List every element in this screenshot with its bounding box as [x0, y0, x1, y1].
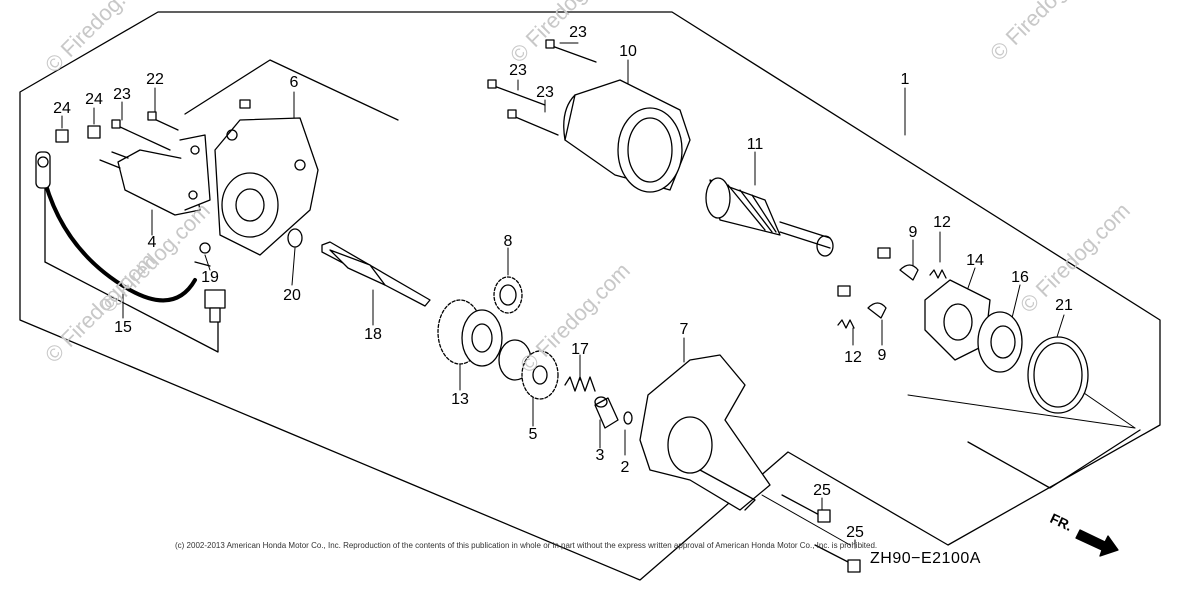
callout-12-lower: 12 — [844, 349, 862, 366]
part-6-front-cover — [214, 99, 319, 256]
callout-1: 1 — [900, 71, 910, 88]
callout-5: 5 — [528, 426, 538, 443]
callout-24-right: 24 — [85, 91, 103, 108]
part-3-collar — [594, 396, 619, 429]
diagram-code: ZH90−E2100A — [870, 550, 981, 567]
part-23-bolt-left — [111, 119, 171, 151]
inner-boundary-right — [967, 429, 1141, 489]
callout-9-lower: 9 — [877, 347, 887, 364]
callout-13: 13 — [451, 391, 469, 408]
part-13-gear — [437, 299, 503, 367]
part-16-plate — [977, 311, 1023, 373]
callout-14: 14 — [966, 252, 984, 269]
part-23-bolt-low — [507, 109, 559, 136]
callout-15: 15 — [114, 319, 132, 336]
part-circlip — [816, 235, 834, 257]
part-12-spring-lower — [837, 319, 855, 329]
callout-8: 8 — [503, 233, 513, 250]
part-20-washer — [287, 228, 303, 248]
part-4-solenoid — [99, 134, 211, 216]
copyright-notice: (c) 2002-2013 American Honda Motor Co., … — [175, 541, 878, 550]
part-9-brush-lower — [837, 285, 887, 319]
part-18-shaft — [321, 241, 431, 307]
part-2-snap-ring — [623, 411, 633, 425]
callout-18: 18 — [364, 326, 382, 343]
part-24-nut-right — [87, 125, 101, 139]
part-22-bolt — [147, 111, 179, 131]
part-23-bolt-top — [545, 39, 597, 63]
inner-boundary-left-2 — [44, 261, 219, 353]
callout-24-left: 24 — [53, 100, 71, 117]
callout-21: 21 — [1055, 297, 1073, 314]
part-23-bolt-mid — [487, 79, 546, 106]
part-15-cable — [35, 151, 226, 323]
callout-16: 16 — [1011, 269, 1029, 286]
callout-23-left: 23 — [113, 86, 131, 103]
part-21-seal — [1027, 336, 1089, 414]
part-5-pinion — [498, 339, 559, 400]
part-17-spring — [564, 376, 596, 392]
callout-25-upper: 25 — [813, 482, 831, 499]
callout-23-mid: 23 — [509, 62, 527, 79]
part-12-spring-upper — [929, 269, 947, 279]
callout-6: 6 — [289, 74, 299, 91]
part-11-armature — [705, 177, 831, 249]
callout-7: 7 — [679, 321, 689, 338]
callout-12-upper: 12 — [933, 214, 951, 231]
part-9-brush-upper — [877, 247, 919, 281]
callout-10: 10 — [619, 43, 637, 60]
callout-4: 4 — [147, 234, 157, 251]
inner-boundary-top — [184, 59, 399, 121]
callout-23-low: 23 — [536, 84, 554, 101]
callout-20: 20 — [283, 287, 301, 304]
callout-9-upper: 9 — [908, 224, 918, 241]
part-25-bolt-upper — [781, 494, 831, 523]
callout-11: 11 — [746, 136, 764, 153]
part-25-bolt-lower — [814, 544, 861, 573]
part-19-screw — [194, 242, 211, 267]
direction-arrow — [1075, 529, 1119, 557]
callout-22: 22 — [146, 71, 164, 88]
part-8-gear — [493, 276, 523, 314]
callout-2: 2 — [620, 459, 630, 476]
part-10-yoke-housing — [563, 79, 691, 193]
callout-19: 19 — [201, 269, 219, 286]
callout-17: 17 — [571, 341, 589, 358]
callout-25-lower: 25 — [846, 524, 864, 541]
leader-lines — [61, 42, 1136, 549]
part-7-rear-housing — [639, 354, 771, 511]
callout-23-top: 23 — [569, 24, 587, 41]
part-24-nut-left — [55, 129, 69, 143]
callout-3: 3 — [595, 447, 605, 464]
